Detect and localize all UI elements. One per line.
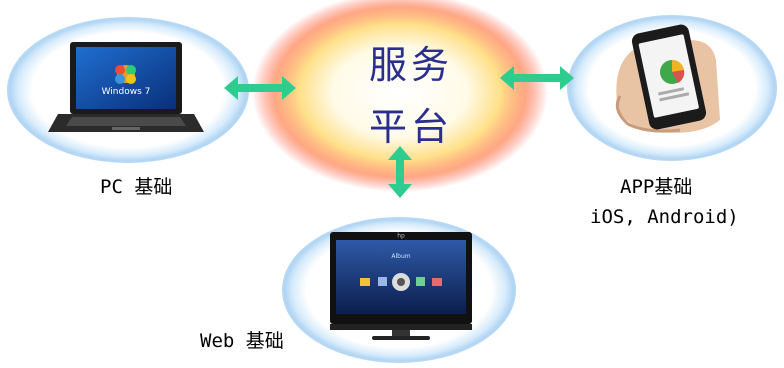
double-arrow-icon — [224, 66, 574, 198]
tv-brand-text: hp — [397, 233, 405, 240]
smartphone-icon — [615, 24, 720, 133]
laptop-screen-text: Windows 7 — [102, 87, 151, 97]
tv-screen-title: Album — [391, 253, 410, 260]
pc-label: PC 基础 — [100, 176, 173, 198]
app-label-line1: APP基础 — [620, 176, 693, 198]
center-title-line1: 服务 — [369, 43, 454, 87]
center-glow — [252, 0, 548, 192]
web-label: Web 基础 — [200, 330, 284, 352]
tv-monitor-icon: hp Album — [330, 232, 472, 340]
laptop-icon: Windows 7 — [48, 42, 204, 132]
app-label-line2: iOS, Android) — [590, 206, 739, 228]
center-title-line2: 平台 — [369, 105, 454, 149]
